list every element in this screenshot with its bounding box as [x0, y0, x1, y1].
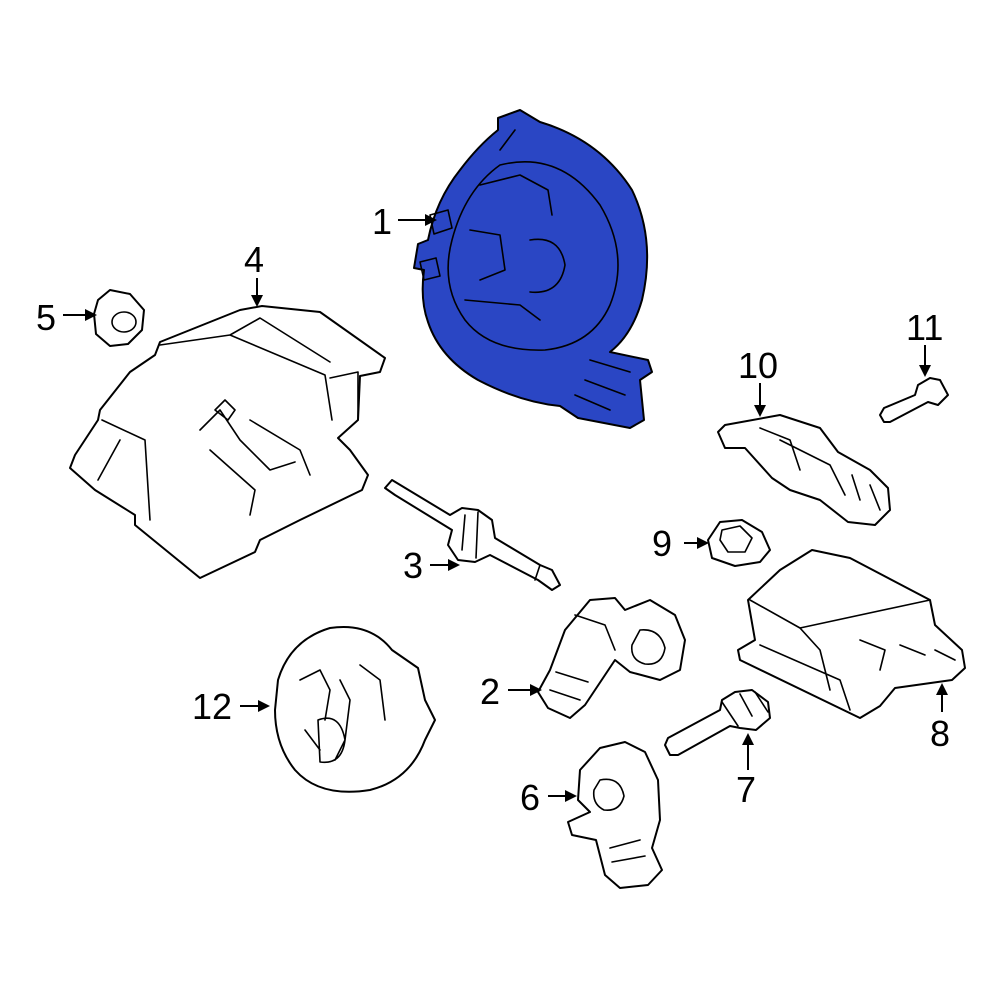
part-11-body: [879, 377, 949, 423]
part-1-connector: [419, 209, 453, 281]
callout-number-1: 1: [372, 201, 392, 242]
callout-number-2: 2: [480, 671, 500, 712]
part-5-nut[interactable]: [93, 289, 145, 347]
arrowhead-7: [742, 733, 754, 745]
part-9-body: [707, 519, 771, 567]
part-2-body: [537, 597, 686, 719]
part-4-body: [69, 305, 386, 579]
arrowhead-11: [919, 365, 931, 377]
part-12-switch[interactable]: [274, 626, 436, 793]
part-6-sensor[interactable]: [567, 741, 663, 889]
part-3-detail: [461, 511, 541, 581]
part-8-body: [737, 549, 966, 719]
arrowhead-3: [448, 559, 460, 571]
part-9-detail: [719, 525, 753, 553]
part-7-bolt[interactable]: [664, 689, 771, 756]
part-12-detail: [299, 664, 386, 764]
part-1-clockspring[interactable]: [413, 109, 653, 429]
part-4-shroud[interactable]: [69, 305, 386, 579]
arrowhead-6: [565, 790, 577, 802]
arrowhead-1: [425, 214, 437, 226]
part-10-body: [717, 414, 891, 526]
part-11-bolt[interactable]: [879, 377, 949, 423]
leaders: [63, 214, 948, 802]
callout-number-7: 7: [736, 769, 756, 810]
arrowhead-2: [530, 684, 542, 696]
part-1-inner-detail: [464, 129, 631, 411]
arrowhead-10: [754, 405, 766, 417]
callout-number-4: 4: [244, 239, 264, 280]
callout-number-12: 12: [192, 686, 232, 727]
callout-number-3: 3: [403, 545, 423, 586]
part-6-body: [567, 741, 663, 889]
callout-number-8: 8: [930, 713, 950, 754]
part-10-bracket[interactable]: [717, 414, 891, 526]
callout-number-6: 6: [520, 777, 540, 818]
part-8-control-module[interactable]: [737, 549, 966, 719]
part-3-body: [384, 479, 561, 591]
arrowhead-8: [936, 683, 948, 695]
part-8-detail: [749, 599, 956, 711]
part-1-body: [413, 109, 653, 429]
part-1-inner-ring: [447, 161, 619, 351]
part-5-hole: [111, 311, 137, 333]
part-9-nut[interactable]: [707, 519, 771, 567]
part-7-body: [664, 689, 771, 756]
part-6-detail: [592, 778, 646, 863]
part-2-detail: [549, 614, 666, 701]
part-7-detail: [721, 691, 769, 727]
callout-number-10: 10: [738, 345, 778, 386]
arrowhead-12: [258, 700, 270, 712]
arrowhead-5: [85, 309, 97, 321]
part-12-body: [274, 626, 436, 793]
arrowhead-9: [697, 537, 709, 549]
arrowhead-4: [251, 295, 263, 307]
part-3-shaft[interactable]: [384, 479, 561, 591]
callout-numbers: 1 2 3 4 5 6 7 8 9 10 11 12: [36, 201, 950, 818]
part-2-sensor[interactable]: [537, 597, 686, 719]
callout-number-9: 9: [652, 523, 672, 564]
part-4-detail: [97, 317, 359, 521]
callout-number-11: 11: [906, 307, 943, 348]
callout-number-5: 5: [36, 297, 56, 338]
part-5-body: [93, 289, 145, 347]
part-10-detail: [759, 427, 881, 511]
